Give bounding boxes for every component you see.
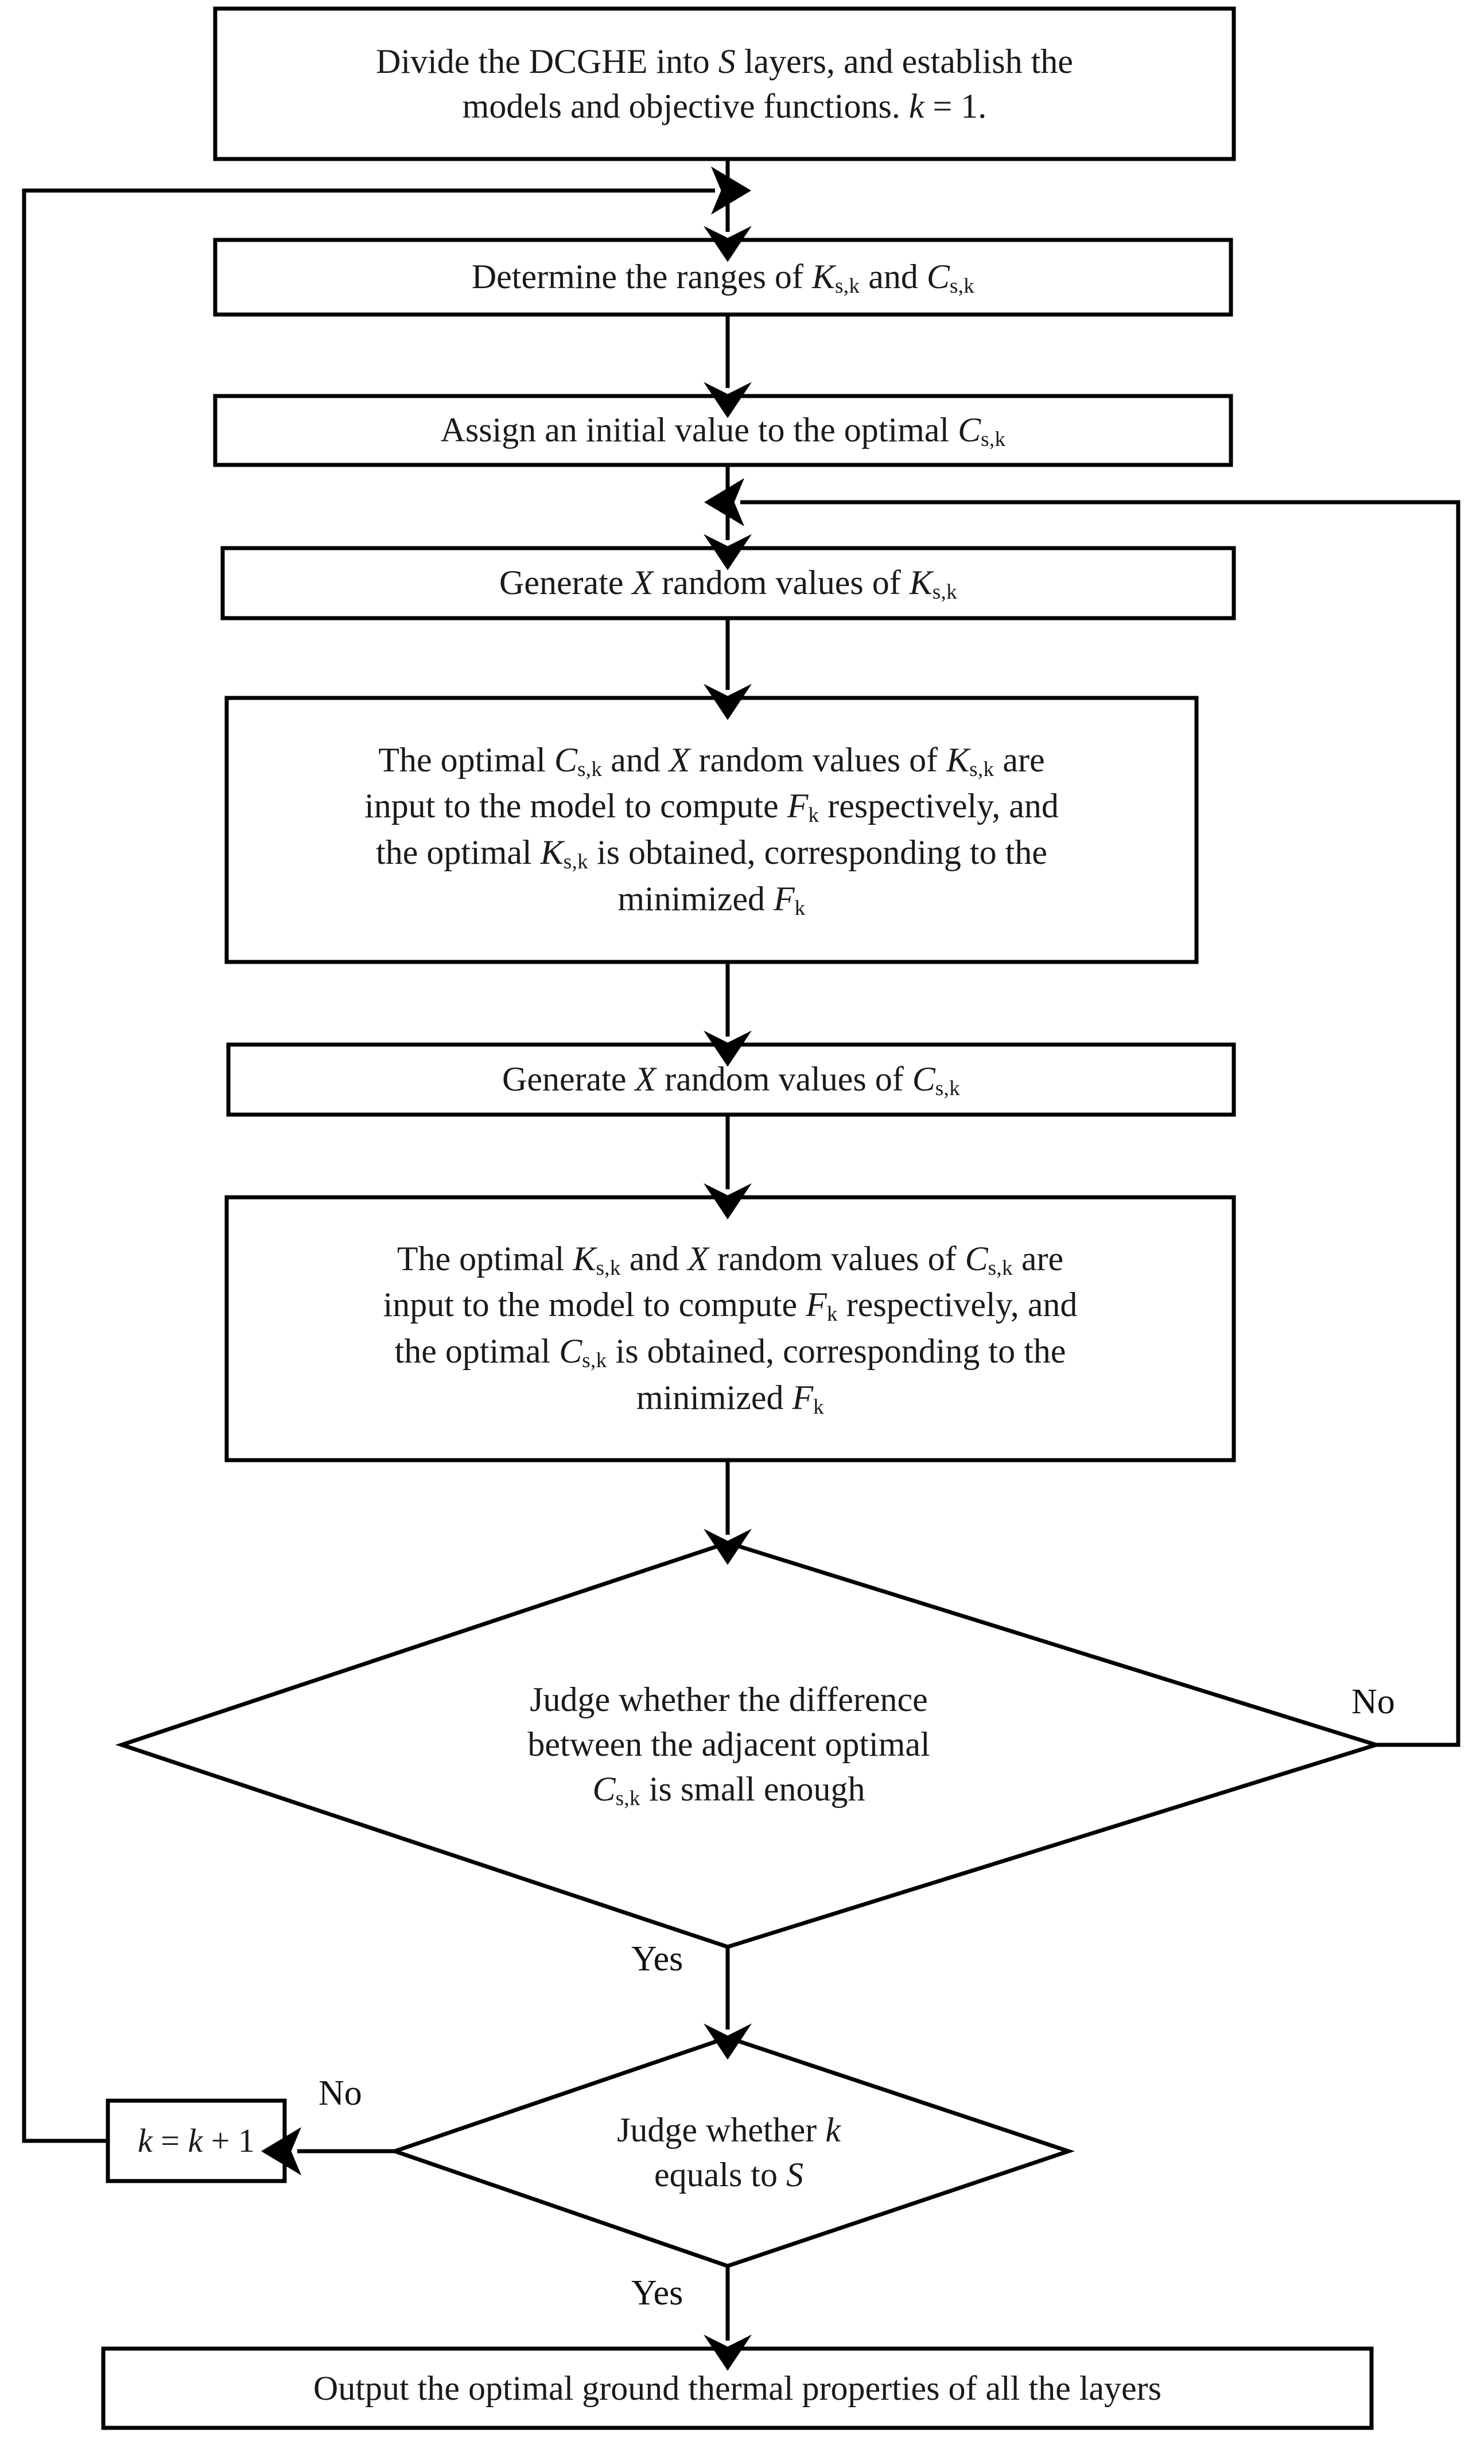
node-start-outline <box>213 6 1236 161</box>
node-generate-k-outline <box>220 546 1236 620</box>
edge-label-no-convergence: No <box>1351 1682 1395 1721</box>
edge-increment-k-loop <box>22 166 751 2143</box>
node-increment-k-label: k = k + 1 <box>138 2122 255 2160</box>
node-compute-optimal-k-label: The optimal Cs,k and X random values of … <box>364 740 1059 920</box>
edge-label-yes-convergence: Yes <box>631 1939 683 1978</box>
node-start-label: Divide the DCGHE into S layers, and esta… <box>376 42 1073 125</box>
node-output-label: Output the optimal ground thermal proper… <box>313 2369 1161 2407</box>
node-generate-c-label: Generate X random values of Cs,k <box>502 1060 960 1100</box>
node-compute-optimal-c-outline <box>224 1195 1236 1462</box>
edge-no-convergence-loop <box>704 478 1460 1747</box>
node-assign-initial-label: Assign an initial value to the optimal C… <box>440 410 1006 451</box>
edge-label-yes-layers: Yes <box>631 2273 683 2312</box>
node-determine-ranges-label: Determine the ranges of Ks,k and Cs,k <box>471 257 975 298</box>
node-compute-optimal-k-outline <box>224 696 1199 964</box>
node-generate-k-label: Generate X random values of Ks,k <box>499 563 957 604</box>
edge-label-no-layers: No <box>318 2074 362 2113</box>
node-compute-optimal-c-label: The optimal Ks,k and X random values of … <box>383 1239 1078 1419</box>
